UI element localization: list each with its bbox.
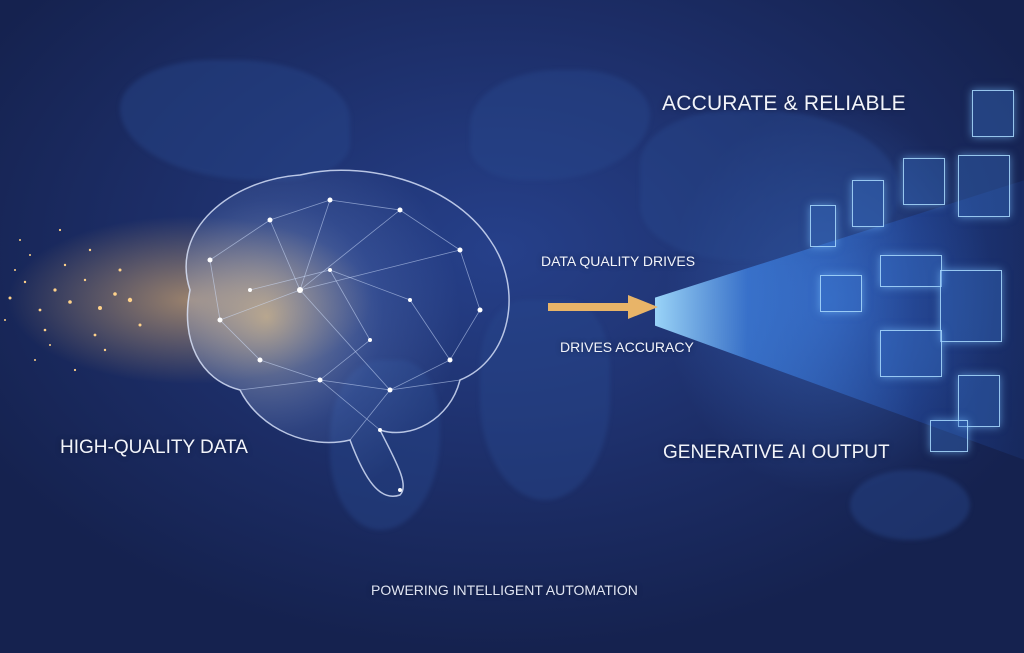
- pentagram-panel: [972, 90, 1014, 137]
- tagline: POWERING INTELLIGENT AUTOMATION: [371, 582, 638, 598]
- mountain-chart-panel-2: [820, 275, 862, 312]
- brain-network-icon: [185, 169, 510, 497]
- cloud-panel: [930, 420, 968, 452]
- data-particles-icon: [4, 228, 142, 372]
- arrow-right-icon: [548, 295, 658, 319]
- accurate-reliable-heading: ACCURATE & RELIABLE: [662, 92, 906, 115]
- media-controls-panel: [880, 255, 942, 287]
- data-quality-drives-caption: DATA QUALITY DRIVES: [541, 253, 696, 269]
- list-panel: [880, 330, 942, 377]
- world-map-australia: [850, 470, 970, 540]
- gauge-panel: [958, 375, 1000, 427]
- document-panel: [810, 205, 836, 247]
- drives-accuracy-caption: DRIVES ACCURACY: [560, 339, 694, 355]
- schematic-panel: [958, 155, 1010, 217]
- high-quality-data-label: HIGH-QUALITY DATA: [60, 437, 248, 458]
- generative-ai-output-label: GENERATIVE AI OUTPUT: [663, 442, 890, 463]
- radar-panel: [852, 180, 884, 227]
- circle-panel: [940, 270, 1002, 342]
- mountain-chart-panel: [903, 158, 945, 205]
